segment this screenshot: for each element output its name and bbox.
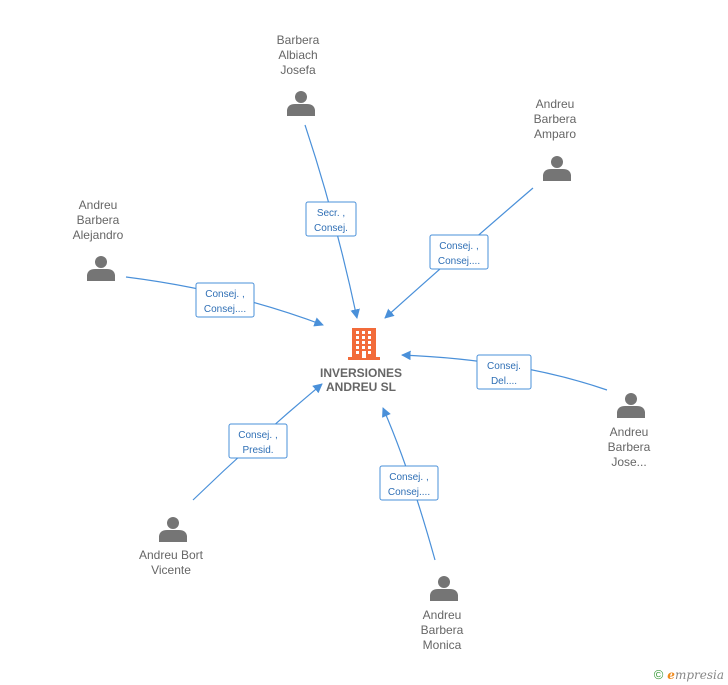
company-name-line: ANDREU SL	[326, 380, 396, 394]
copyright-symbol: ©	[653, 667, 664, 682]
building-icon	[348, 328, 380, 360]
role-text-line: Consej....	[438, 256, 480, 267]
role-text-line: Secr. ,	[317, 208, 345, 219]
person-icon	[159, 517, 187, 542]
person-name-line: Barbera	[608, 440, 651, 454]
person-name-line: Monica	[423, 638, 462, 652]
person-name-line: Andreu	[536, 97, 575, 111]
person-name-line: Josefa	[280, 63, 316, 77]
person-icon	[430, 576, 458, 601]
person-icon	[87, 256, 115, 281]
person-name-line: Andreu Bort	[139, 548, 204, 562]
person-node-andreu-barbera-jose[interactable]: AndreuBarberaJose...	[608, 393, 651, 469]
person-name-line: Vicente	[151, 563, 191, 577]
person-icon	[287, 91, 315, 116]
person-name-line: Amparo	[534, 127, 576, 141]
person-name-line: Andreu	[79, 198, 118, 212]
role-badge[interactable]: Consej. , Consej....	[429, 234, 489, 270]
role-badge[interactable]: Consej. , Presid.	[228, 423, 288, 459]
role-text-line: Presid.	[242, 445, 273, 456]
role-text-line: Consej.	[314, 223, 348, 234]
person-name-line: Barbera	[421, 623, 464, 637]
role-badge[interactable]: Consej. , Consej....	[379, 465, 439, 501]
person-name-line: Barbera	[534, 112, 577, 126]
role-text-line: Consej. ,	[205, 289, 244, 300]
person-name-line: Barbera	[77, 213, 120, 227]
role-text-line: Consej....	[388, 487, 430, 498]
person-name-line: Andreu	[610, 425, 649, 439]
brand-logo[interactable]: empresia	[667, 667, 724, 682]
role-text-line: Consej....	[204, 304, 246, 315]
person-icon	[543, 156, 571, 181]
role-text-line: Del....	[491, 376, 517, 387]
role-badge[interactable]: Consej. , Consej....	[195, 282, 255, 318]
person-icon	[617, 393, 645, 418]
person-name-line: Albiach	[278, 48, 317, 62]
role-text-line: Consej. ,	[389, 472, 428, 483]
person-name-line: Barbera	[277, 33, 320, 47]
role-badge[interactable]: Secr. , Consej.	[305, 201, 357, 237]
role-text-line: Consej. ,	[238, 430, 277, 441]
company-name-line: INVERSIONES	[320, 366, 402, 380]
person-name-line: Jose...	[611, 455, 646, 469]
person-name-line: Alejandro	[73, 228, 124, 242]
role-text-line: Consej.	[487, 361, 521, 372]
person-name-line: Andreu	[423, 608, 462, 622]
role-text-line: Consej. ,	[439, 241, 478, 252]
role-badge[interactable]: Consej. Del....	[476, 354, 532, 390]
footer-brand: © empresia	[654, 667, 724, 682]
